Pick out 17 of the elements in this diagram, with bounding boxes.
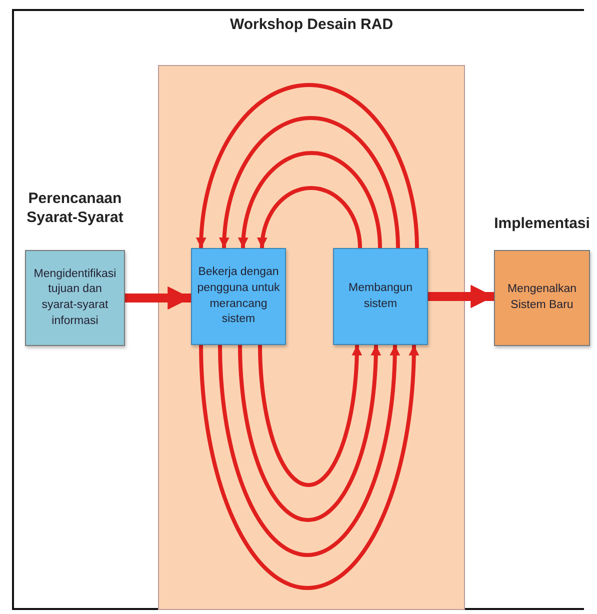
arrow <box>125 286 191 310</box>
arrow <box>238 344 382 522</box>
process-box: Bekerja dengan pengguna untuk merancang sistem <box>191 248 286 345</box>
arrow <box>238 151 382 248</box>
section-heading: Implementasi <box>493 215 591 234</box>
arrow <box>258 344 362 487</box>
section-heading: Perencanaan Syarat-Syarat <box>26 190 124 228</box>
process-box: Mengidentifikasi tujuan dan syarat-syarat informasi <box>25 250 125 346</box>
arrow <box>218 116 400 248</box>
arrow <box>256 186 362 248</box>
process-box: Mengenalkan Sistem Baru <box>494 250 590 346</box>
arrow <box>199 344 420 590</box>
section-heading: Workshop Desain RAD <box>228 16 394 35</box>
arrow <box>428 284 494 308</box>
process-box: Membangun sistem <box>333 248 428 345</box>
arrow <box>218 344 400 557</box>
arrow <box>196 83 419 248</box>
